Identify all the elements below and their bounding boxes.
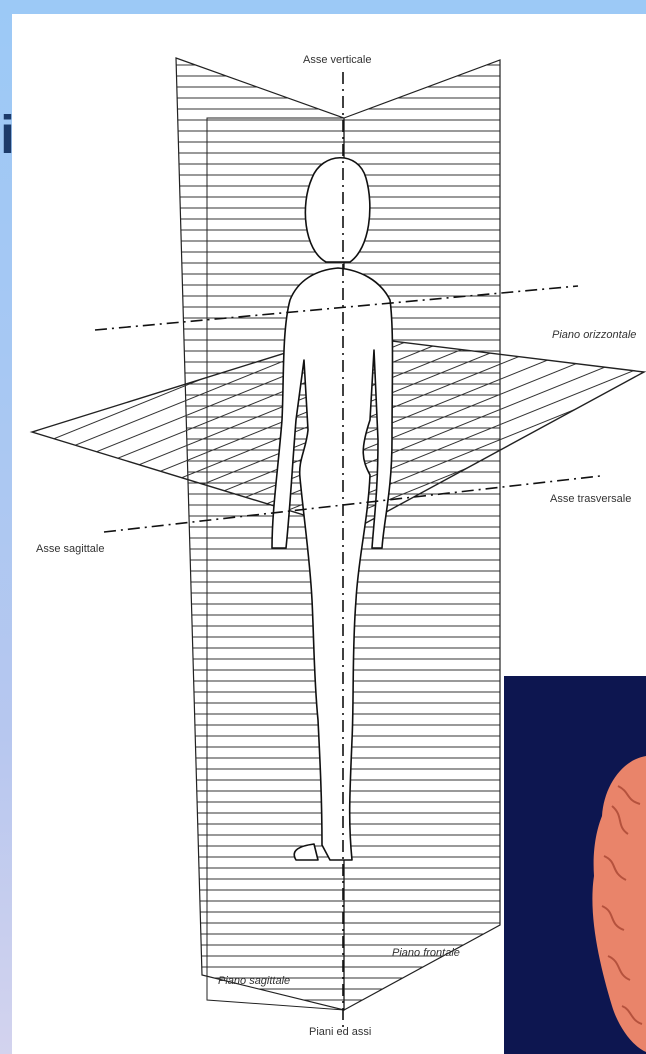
brain-icon xyxy=(504,676,646,1054)
label-vertical-axis: Asse verticale xyxy=(303,54,371,66)
label-transverse-axis: Asse trasversale xyxy=(550,493,631,505)
label-horizontal-plane: Piano orizzontale xyxy=(552,329,636,341)
diagram-caption: Piani ed assi xyxy=(309,1026,371,1038)
label-frontal-plane: Piano frontale xyxy=(392,947,460,959)
brain-photo xyxy=(504,676,646,1054)
label-sagittal-axis: Asse sagittale xyxy=(36,543,104,555)
label-sagittal-plane: Piano sagittale xyxy=(218,975,290,987)
